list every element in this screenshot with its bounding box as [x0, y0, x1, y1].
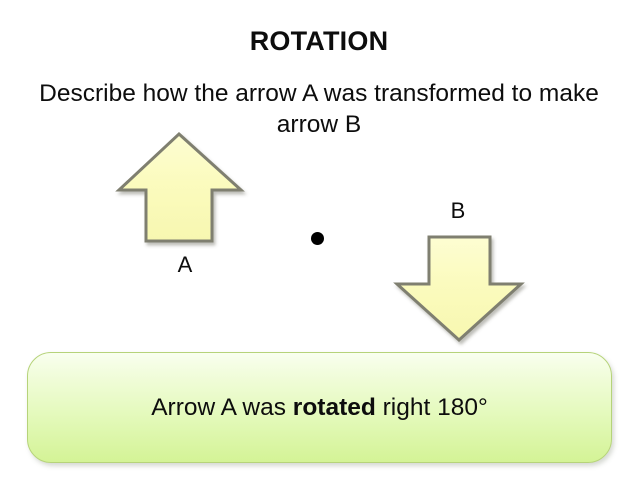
arrow-b-polygon — [393, 235, 525, 343]
center-of-rotation-dot — [311, 232, 324, 245]
subtitle-question: Describe how the arrow A was transformed… — [39, 80, 599, 138]
answer-emphasis: rotated — [292, 393, 376, 421]
arrow-a-polygon — [115, 131, 245, 243]
arrow-b-label: B — [450, 198, 466, 223]
answer-callout-box: Arrow A was rotated right 180° — [27, 352, 612, 463]
arrow-a-label: A — [177, 252, 193, 277]
answer-suffix: right 180° — [375, 393, 488, 421]
answer-text: Arrow A was rotated right 180° — [151, 393, 488, 423]
arrow-b-shape[interactable] — [391, 232, 527, 348]
page-title: ROTATION — [249, 26, 389, 56]
arrow-a-shape[interactable] — [115, 130, 245, 248]
answer-prefix: Arrow A was — [151, 393, 293, 421]
